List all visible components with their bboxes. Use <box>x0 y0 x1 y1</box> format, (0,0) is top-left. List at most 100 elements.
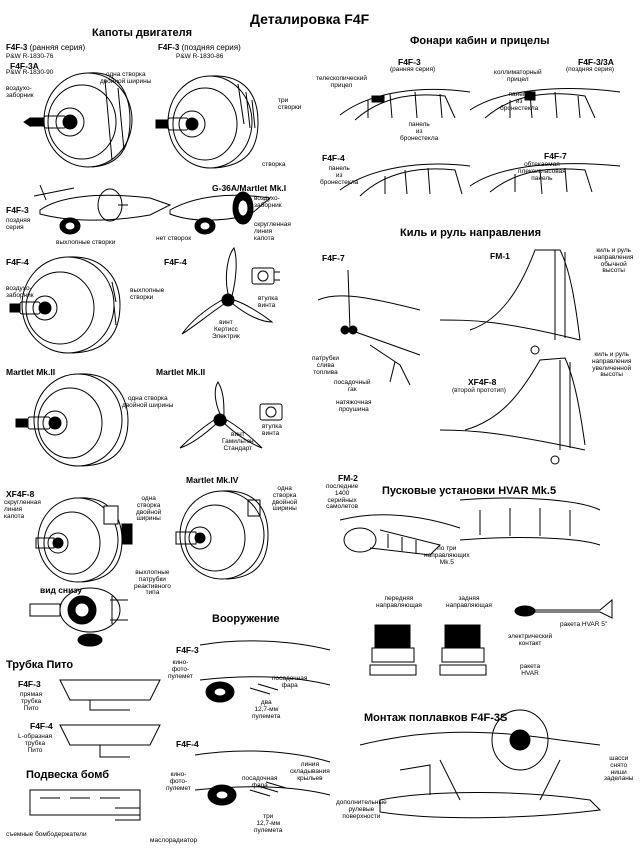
engine-f4f3-late: P&W R-1830-86 <box>176 53 224 60</box>
note-extra-rudder: дополнительные рулевые поверхности <box>336 799 387 820</box>
note-landing-hook: посадочный гак <box>334 379 371 393</box>
note-single-wide-flap-1: одна створка двойной ширины <box>100 71 152 85</box>
hvar-wing <box>459 497 601 546</box>
section-canopies: Фонари кабин и прицелы <box>410 35 550 47</box>
floatplane <box>359 709 602 819</box>
note-plexi-panel: обтекаемая плексигласовая панель <box>518 161 566 182</box>
bottom-view <box>29 587 128 647</box>
label-g36a: G-36A/Martlet Mk.I <box>212 183 287 193</box>
label-canopy-f4f3a-sub: (поздняя серия) <box>566 66 615 73</box>
section-armament: Вооружение <box>212 613 280 625</box>
section-pitot: Трубка Пито <box>6 659 74 671</box>
label-arm-f4f4: F4F-4 <box>176 739 199 749</box>
bomb-racks <box>29 789 141 821</box>
note-front-rail: передняя направляющая <box>376 595 422 609</box>
note-gun-camera-2: кино- фото- пулемет <box>166 771 191 792</box>
label-f4f3-late: F4F-3 (поздняя серия) <box>158 43 241 52</box>
note-landing-light-2: посадочная фара <box>242 775 278 789</box>
fin-xf4f8 <box>439 357 586 465</box>
fin-fm1 <box>439 249 581 355</box>
note-bomb-racks: съемные бомбодержатели <box>6 831 87 838</box>
note-telescopic-sight: телескопический прицел <box>316 75 368 89</box>
section-cowlings: Капоты двигателя <box>92 27 193 39</box>
canopy-f4f4 <box>339 163 471 197</box>
note-armored-panel-3: панель из бронестекла <box>400 121 439 142</box>
label-fin-fm1: FM-1 <box>490 251 510 261</box>
label-canopy-f4f7: F4F-7 <box>544 151 567 161</box>
label-canopy-f4f3a: F4F-3/3A <box>578 57 614 67</box>
label-f4f4: F4F-4 <box>6 257 29 267</box>
note-prop-hub-2: втулка винта <box>262 423 282 437</box>
hvar-rail-front <box>369 624 417 676</box>
label-martlet2: Martlet Mk.II <box>6 367 56 377</box>
note-no-flaps: нет створок <box>156 235 192 242</box>
note-pitot-straight: прямая трубка Пито <box>20 691 43 712</box>
note-armored-panel-4: панель из бронестекла <box>320 165 359 186</box>
note-exhaust-flaps-1: выхлопные створки <box>56 239 116 246</box>
canopy-f4f3a <box>469 88 621 119</box>
fin-f4f7 <box>317 269 421 386</box>
note-three-flaps: три створки <box>278 97 302 111</box>
side-view-f4f3-late <box>33 184 172 235</box>
armament-f4f4 <box>194 750 331 806</box>
label-fm2: FM-2 <box>338 473 358 483</box>
note-electric-contact: электрический контакт <box>508 633 553 647</box>
label-canopy-f4f3: F4F-3 <box>398 57 421 67</box>
cowling-martlet2 <box>15 373 129 467</box>
cowling-xf4f8 <box>35 497 133 583</box>
label-martlet4: Martlet Mk.IV <box>186 475 239 485</box>
prop-curtiss <box>181 247 274 335</box>
hvar-rail-rear <box>439 624 487 676</box>
prop-hub-f4f4 <box>251 267 280 285</box>
pitot-f4f3 <box>59 679 161 711</box>
note-gun-camera-1: кино- фото- пулемет <box>168 659 193 680</box>
note-air-intake-f4f4: воздухо- заборник <box>6 285 34 299</box>
note-second-prototype: (второй прототип) <box>452 387 506 394</box>
note-air-intake-1: воздухо- заборник <box>6 85 34 99</box>
note-two-mg: два 12,7-мм пулемета <box>252 699 281 720</box>
label-pitot-f4f3: F4F-3 <box>18 679 41 689</box>
label-f4f3a: F4F-3A <box>10 61 39 71</box>
note-rounded-hood-xf8: скругленная линия капота <box>4 499 41 520</box>
note-hamilton-prop: винт Гамильтон Стандарт <box>222 431 254 452</box>
note-landing-light-1: посадочная фара <box>272 675 308 689</box>
engine-f4f3a: P&W R-1830-90 <box>6 69 54 76</box>
side-view-g36a <box>169 191 272 235</box>
note-flap: створка <box>262 161 286 168</box>
note-hook-spring: натяжочная проушина <box>336 399 372 413</box>
cowling-f4f3-late <box>155 75 259 169</box>
engine-f4f3-early: P&W R-1830-76 <box>6 53 54 60</box>
label-arm-f4f3: F4F-3 <box>176 645 199 655</box>
note-three-rails: по три направляющих Mk.5 <box>424 545 470 566</box>
label-f4f3-late-series: F4F-3 <box>6 205 29 215</box>
section-floats: Монтаж поплавков F4F-3S <box>364 712 508 724</box>
cowling-f4f3-early <box>23 72 133 168</box>
note-pitot-l: L-образная трубка Пито <box>18 733 52 754</box>
note-rounded-hood: скругленная линия капота <box>254 221 291 242</box>
fm2-wing <box>339 514 461 556</box>
note-one-wide-flap-m4: одна створка двойной ширины <box>272 485 298 513</box>
label-pitot-f4f4: F4F-4 <box>30 721 53 731</box>
note-prop-hub-1: втулка винта <box>258 295 278 309</box>
note-curtiss-prop: винт Кертисс Электрик <box>212 319 240 340</box>
section-fin: Киль и руль направления <box>400 227 542 239</box>
note-fuel-dump: патрубки слива топлива <box>312 355 340 376</box>
label-fin-f4f7: F4F-7 <box>322 253 345 263</box>
label-canopy-f4f4: F4F-4 <box>322 153 345 163</box>
note-late-series: поздняя серия <box>6 217 31 231</box>
note-armored-panel-3a: панель из бронестекла <box>500 91 539 112</box>
label-canopy-f4f3-sub: (ранняя серия) <box>390 66 436 73</box>
note-one-wide-flap-xf8: одна створка двойной ширины <box>136 495 162 523</box>
label-fin-xf4f8: XF4F-8 <box>468 377 497 387</box>
label-f4f4-prop: F4F-4 <box>164 257 187 267</box>
note-oil-cooler: маслорадиатор <box>150 837 198 844</box>
canopy-f4f3 <box>339 88 471 121</box>
cowling-f4f4 <box>9 256 121 354</box>
note-jet-exhausts: выхлопные патрубки реактивного типа <box>134 569 171 597</box>
note-air-intake-g36: воздухо- заборник <box>254 195 282 209</box>
note-hvar-rocket: ракета HVAR 5" <box>560 621 608 628</box>
canopy-f4f7 <box>469 163 621 195</box>
note-tall-rudder: киль и руль направления увеличенной высо… <box>592 351 632 379</box>
label-xf4f8: XF4F-8 <box>6 489 35 499</box>
